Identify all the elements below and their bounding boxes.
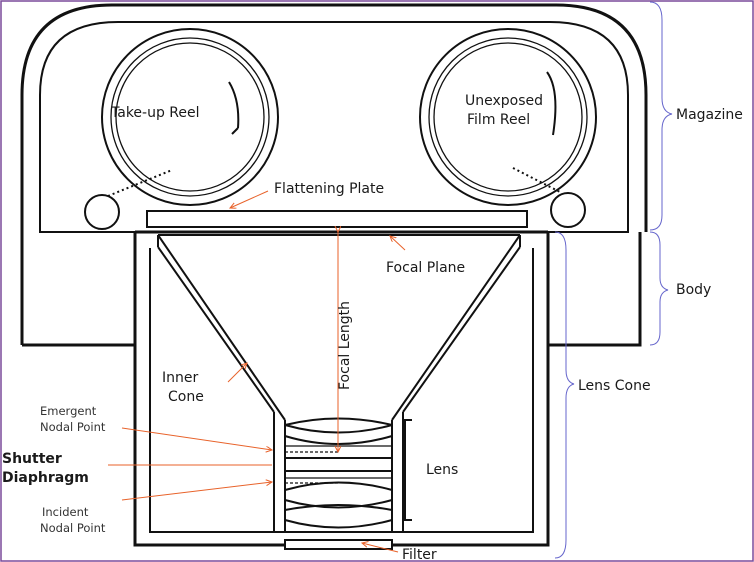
filter-leader — [362, 543, 399, 553]
focal-plane-label: Focal Plane — [386, 260, 465, 276]
lens-cone-label: Lens Cone — [578, 378, 651, 394]
unexposed-label-line2: Film Reel — [467, 112, 530, 128]
inner-cone-label-line2: Cone — [168, 389, 204, 405]
filter — [284, 539, 393, 550]
inner-cone-leader — [227, 363, 247, 383]
incident-label-line2: Nodal Point — [40, 521, 106, 535]
roller-left — [84, 194, 120, 230]
roller-right — [550, 192, 586, 228]
magazine-brace — [649, 1, 673, 231]
body-brace — [649, 231, 669, 346]
filter-label: Filter — [402, 547, 437, 562]
flattening-plate-label: Flattening Plate — [274, 181, 384, 197]
focal-plane-leader — [390, 236, 406, 251]
emergent-label-line1: Emergent — [40, 404, 97, 418]
take-up-reel-label: Take-up Reel — [110, 105, 200, 121]
lens-label: Lens — [426, 462, 458, 478]
inner-cone-label-line1: Inner — [162, 370, 198, 386]
inner-cone — [157, 234, 521, 421]
lens-elements — [284, 417, 393, 529]
lens-cone-brace — [554, 231, 575, 559]
flattening-plate — [146, 210, 528, 228]
unexposed-film-reel — [419, 28, 597, 206]
emergent-leader — [121, 427, 272, 450]
take-up-reel — [101, 28, 279, 206]
film-path-left — [107, 169, 173, 197]
shutter-label-line2: Diaphragm — [2, 470, 89, 486]
shutter-label-line1: Shutter — [2, 451, 62, 467]
lens-bracket — [404, 419, 412, 521]
focal-length-label: Focal Length — [337, 301, 353, 390]
unexposed-label-line1: Unexposed — [465, 93, 543, 109]
flattening-plate-leader — [230, 190, 269, 208]
incident-label-line1: Incident — [42, 505, 89, 519]
incident-leader — [121, 482, 272, 501]
shutter-plate — [284, 457, 393, 472]
body-label: Body — [676, 282, 711, 298]
film-path-right — [512, 167, 563, 194]
emergent-label-line2: Nodal Point — [40, 420, 106, 434]
magazine-housing — [20, 3, 648, 347]
magazine-label: Magazine — [676, 107, 743, 123]
